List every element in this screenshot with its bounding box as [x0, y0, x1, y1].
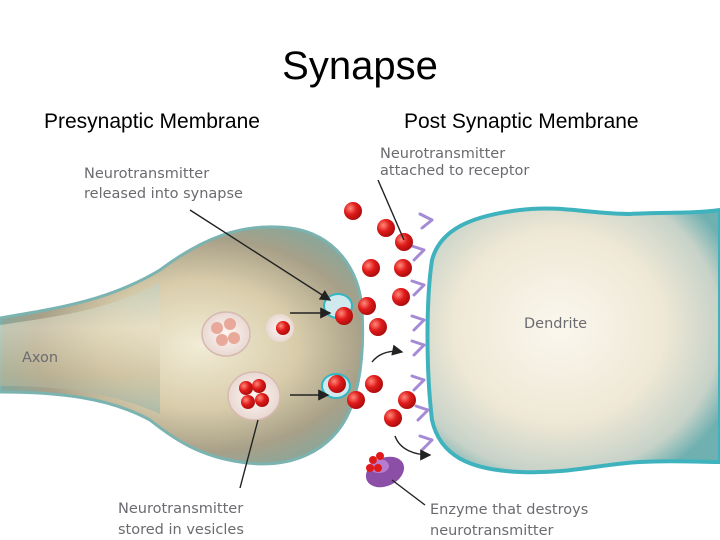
vesicle-small — [266, 314, 294, 342]
vesicle-lower — [227, 371, 281, 421]
label-axon: Axon — [22, 350, 58, 366]
postsynaptic-heading: Post Synaptic Membrane — [404, 110, 639, 133]
neurotransmitters — [328, 202, 416, 427]
label-released-line2: released into synapse — [84, 186, 243, 202]
presynaptic-heading: Presynaptic Membrane — [44, 110, 260, 133]
label-attached-line2: attached to receptor — [380, 163, 529, 179]
label-stored-line1: Neurotransmitter — [118, 501, 243, 517]
vesicle-upper — [201, 311, 251, 357]
dendrite — [425, 206, 720, 475]
label-released-line1: Neurotransmitter — [84, 166, 209, 182]
label-enzyme-line2: neurotransmitter — [430, 523, 554, 539]
label-stored-line2: stored in vesicles — [118, 522, 244, 538]
pointer-lines — [189, 179, 432, 506]
label-attached-line1: Neurotransmitter — [380, 146, 505, 162]
receptors — [410, 212, 434, 452]
label-enzyme-line1: Enzyme that destroys — [430, 502, 588, 518]
enzyme — [365, 452, 405, 488]
slide-title: Synapse — [282, 44, 438, 88]
label-dendrite: Dendrite — [524, 316, 587, 332]
